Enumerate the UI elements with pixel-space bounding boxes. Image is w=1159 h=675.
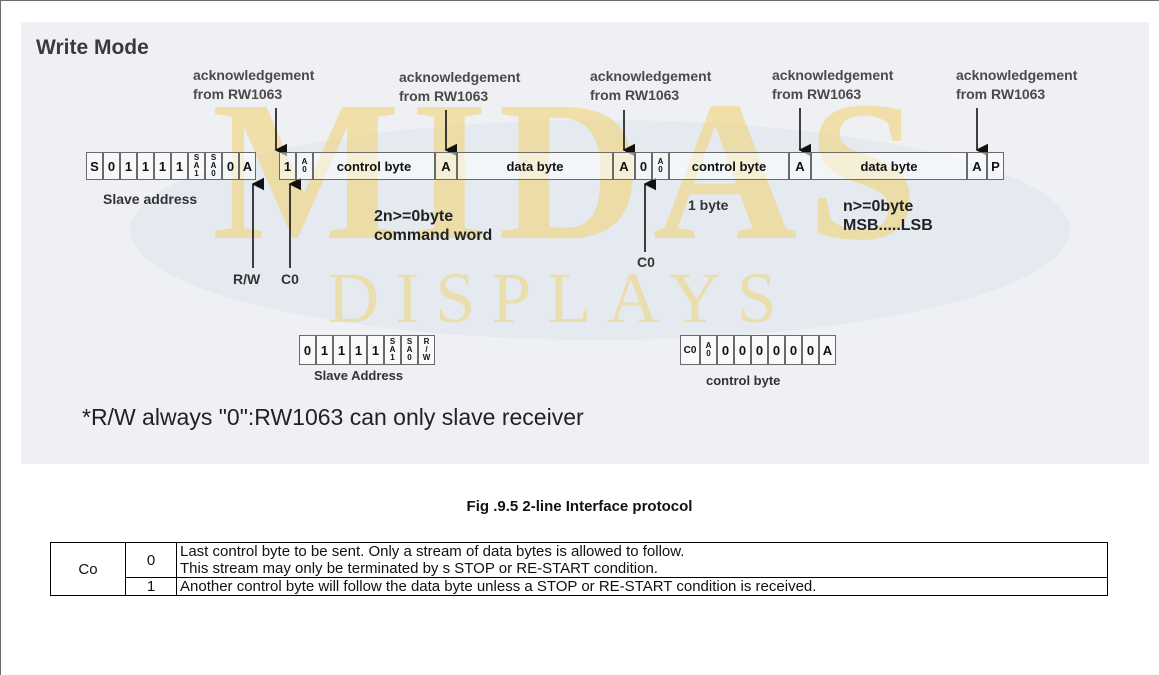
slave-box-bit: 1	[350, 335, 367, 365]
command-word: command word	[374, 227, 493, 244]
ack-label-4-line1: acknowledgement	[772, 67, 894, 83]
co-header-cell: Co	[50, 542, 126, 596]
control-box-bit: 0	[802, 335, 819, 365]
frame-cell-bit: 0	[103, 152, 120, 180]
ack-label-4: acknowledgement from RW1063	[772, 66, 893, 104]
diagram-heading: Write Mode	[36, 36, 149, 59]
figure-caption: Fig .9.5 2-line Interface protocol	[466, 498, 693, 515]
co-description-line: This stream may only be terminated by s …	[180, 560, 658, 577]
ack-label-3-line1: acknowledgement	[590, 68, 712, 84]
frame-cell-bit: 1	[154, 152, 171, 180]
frame-cell-co-bit: 0	[635, 152, 652, 180]
slave-box-bit: 1	[316, 335, 333, 365]
frame-cell-bit: 1	[171, 152, 188, 180]
data-count: n>=0byte	[843, 198, 914, 215]
frame-cell-start: S	[86, 152, 103, 180]
ack-label-1-line2: from RW1063	[193, 86, 283, 102]
co-description-line: Last control byte to be sent. Only a str…	[180, 543, 685, 560]
command-count: 2n>=0byte	[374, 208, 454, 225]
rw-label: R/W	[233, 271, 261, 287]
c0-label-2: C0	[637, 254, 655, 270]
ack-label-5-line2: from RW1063	[956, 86, 1046, 102]
table-row: Co 0 Last control byte to be sent. Only …	[50, 542, 1108, 596]
co-description-cell: Last control byte to be sent. Only a str…	[176, 542, 1108, 578]
control-box-bit: 0	[785, 335, 802, 365]
slave-box-bit: 1	[333, 335, 350, 365]
ack-label-2: acknowledgement from RW1063	[399, 68, 520, 106]
one-byte-label: 1 byte	[688, 197, 729, 213]
data-bytes-note: n>=0byte MSB.....LSB	[843, 197, 933, 235]
watermark-line2: DISPLAYS	[327, 258, 792, 338]
frame-cell-rw-bit: 0	[222, 152, 239, 180]
frame-cell-bit: 1	[137, 152, 154, 180]
slave-box-bit: 1	[367, 335, 384, 365]
ack-label-4-line2: from RW1063	[772, 86, 862, 102]
frame-cell-ack: A	[967, 152, 987, 180]
co-bit-cell: 1	[125, 577, 177, 596]
command-word-note: 2n>=0byte command word	[374, 207, 492, 245]
control-box-ack: A	[819, 335, 836, 365]
frame-cell-stop: P	[987, 152, 1004, 180]
ack-label-2-line2: from RW1063	[399, 88, 489, 104]
frame-cell-ack: A	[789, 152, 811, 180]
ack-label-1: acknowledgement from RW1063	[193, 66, 314, 104]
frame-cell-data-byte: data byte	[811, 152, 967, 180]
rw-note: *R/W always "0":RW1063 can only slave re…	[82, 404, 584, 430]
ack-label-3: acknowledgement from RW1063	[590, 67, 711, 105]
ack-label-1-line1: acknowledgement	[193, 67, 315, 83]
control-box-label: control byte	[706, 373, 781, 388]
co-table: Co 0 Last control byte to be sent. Only …	[50, 542, 1108, 596]
frame-cell-control-byte: control byte	[313, 152, 435, 180]
control-box-bit: 0	[717, 335, 734, 365]
slave-box-bit: 0	[299, 335, 316, 365]
slave-box-label: Slave Address	[314, 368, 404, 383]
co-description-line: Another control byte will follow the dat…	[180, 578, 817, 595]
control-box-bit: 0	[768, 335, 785, 365]
msb-lsb: MSB.....LSB	[843, 217, 933, 234]
frame-cell-data-byte: data byte	[457, 152, 613, 180]
c0-label-1: C0	[281, 271, 299, 287]
co-description-cell: Another control byte will follow the dat…	[176, 577, 1108, 596]
frame-cell-co-bit: 1	[279, 152, 296, 180]
table-row: 1 Another control byte will follow the d…	[51, 577, 1108, 596]
co-bit-cell: 0	[125, 542, 177, 578]
slave-address-label: Slave address	[103, 191, 198, 207]
frame-cell-bit: 1	[120, 152, 137, 180]
frame-cell-ack: A	[435, 152, 457, 180]
frame-cell-ack: A	[613, 152, 635, 180]
ack-label-3-line2: from RW1063	[590, 87, 680, 103]
control-box-co: C0	[680, 335, 700, 365]
frame-cell-control-byte: control byte	[669, 152, 789, 180]
frame-cell-ack: A	[239, 152, 256, 180]
ack-label-5-line1: acknowledgement	[956, 67, 1078, 83]
slave-box-rw: R/W	[418, 335, 435, 365]
ack-label-2-line1: acknowledgement	[399, 69, 521, 85]
ack-label-5: acknowledgement from RW1063	[956, 66, 1077, 104]
control-box-bit: 0	[734, 335, 751, 365]
control-box-bit: 0	[751, 335, 768, 365]
